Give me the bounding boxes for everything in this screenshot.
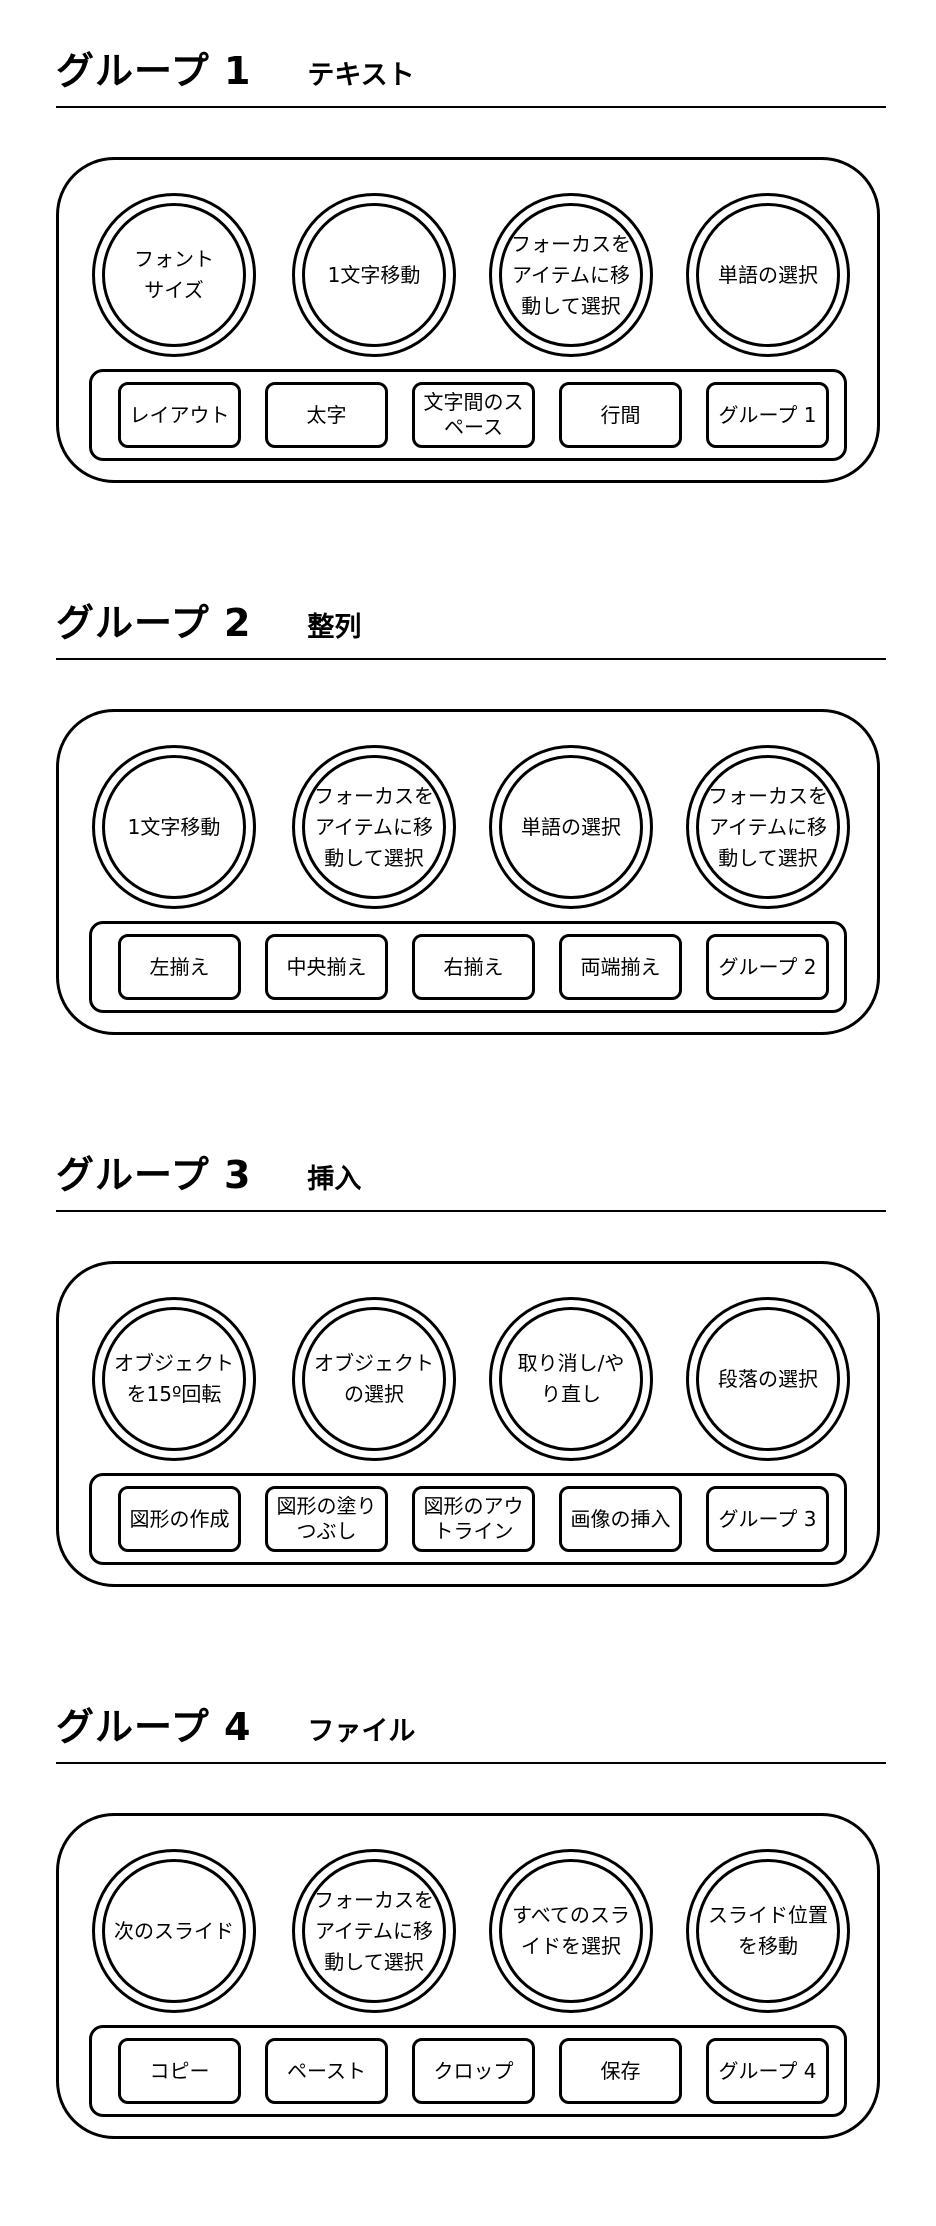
group-header: グループ 4 ファイル xyxy=(56,1696,415,1751)
group-subtitle: テキスト xyxy=(307,60,415,91)
key-button-1[interactable]: レイアウト xyxy=(118,382,241,448)
key-button-4[interactable]: 両端揃え xyxy=(559,934,682,1000)
key-button-5[interactable]: グループ 3 xyxy=(706,1486,829,1552)
dial-button-3[interactable]: すべてのスライドを選択 xyxy=(489,1849,653,2013)
key-label: 右揃え xyxy=(443,954,504,979)
key-button-3[interactable]: 図形のアウトライン xyxy=(412,1486,535,1552)
key-row: 左揃え 中央揃え 右揃え 両端揃え グループ 2 xyxy=(89,921,847,1013)
dial-label: 段落の選択 xyxy=(718,1366,818,1391)
key-button-4[interactable]: 行間 xyxy=(559,382,682,448)
group-header: グループ 2 整列 xyxy=(56,592,361,647)
key-button-3[interactable]: 右揃え xyxy=(412,934,535,1000)
group-header: グループ 1 テキスト xyxy=(56,40,415,95)
dial-button-1[interactable]: フォントサイズ xyxy=(92,193,256,357)
controller-panel: 1文字移動 フォーカスをアイテムに移動して選択 単語の選択 フォーカスをアイテム… xyxy=(56,709,880,1035)
dial-label: フォントサイズ xyxy=(134,247,214,302)
controller-panel: 次のスライド フォーカスをアイテムに移動して選択 すべてのスライドを選択 スライ… xyxy=(56,1813,880,2139)
key-button-5[interactable]: グループ 4 xyxy=(706,2038,829,2104)
key-label: 行間 xyxy=(600,402,641,427)
dial-label: スライド位置を移動 xyxy=(708,1903,828,1958)
dial-button-4[interactable]: 段落の選択 xyxy=(686,1297,850,1461)
dial-button-3[interactable]: フォーカスをアイテムに移動して選択 xyxy=(489,193,653,357)
group-header: グループ 3 挿入 xyxy=(56,1144,361,1199)
dial-label: フォーカスをアイテムに移動して選択 xyxy=(511,231,631,318)
group-subtitle: 挿入 xyxy=(307,1164,362,1195)
dial-button-1[interactable]: オブジェクトを15º回転 xyxy=(92,1297,256,1461)
dial-button-2[interactable]: フォーカスをアイテムに移動して選択 xyxy=(292,745,456,909)
group-subtitle: ファイル xyxy=(307,1716,416,1747)
dial-button-3[interactable]: 単語の選択 xyxy=(489,745,653,909)
dial-label: すべてのスライドを選択 xyxy=(512,1903,630,1958)
dial-button-2[interactable]: 1文字移動 xyxy=(292,193,456,357)
key-button-3[interactable]: クロップ xyxy=(412,2038,535,2104)
dial-button-2[interactable]: フォーカスをアイテムに移動して選択 xyxy=(292,1849,456,2013)
key-label: コピー xyxy=(149,2058,210,2083)
key-label: レイアウト xyxy=(129,402,230,427)
key-button-1[interactable]: コピー xyxy=(118,2038,241,2104)
key-button-4[interactable]: 画像の挿入 xyxy=(559,1486,682,1552)
key-label: 画像の挿入 xyxy=(570,1506,671,1531)
key-label: 太字 xyxy=(306,402,347,427)
dial-label: フォーカスをアイテムに移動して選択 xyxy=(708,783,828,870)
group-divider xyxy=(56,1762,886,1764)
dial-button-1[interactable]: 次のスライド xyxy=(92,1849,256,2013)
key-label: 図形のアウトライン xyxy=(423,1494,524,1543)
key-button-3[interactable]: 文字間のスペース xyxy=(412,382,535,448)
key-button-2[interactable]: ペースト xyxy=(265,2038,388,2104)
key-label: グループ 4 xyxy=(718,2058,817,2083)
key-label: クロップ xyxy=(433,2058,514,2083)
dial-button-4[interactable]: スライド位置を移動 xyxy=(686,1849,850,2013)
dial-label: 1文字移動 xyxy=(327,262,421,287)
controller-panel: フォントサイズ 1文字移動 フォーカスをアイテムに移動して選択 単語の選択 レイ… xyxy=(56,157,880,483)
dial-label: オブジェクトの選択 xyxy=(314,1351,434,1406)
dial-label: 次のスライド xyxy=(114,1918,234,1943)
group-divider xyxy=(56,1210,886,1212)
key-label: ペースト xyxy=(287,2058,366,2083)
key-button-5[interactable]: グループ 2 xyxy=(706,934,829,1000)
key-label: 保存 xyxy=(600,2058,641,2083)
key-label: 中央揃え xyxy=(286,954,367,979)
key-label: グループ 1 xyxy=(718,402,817,427)
key-row: 図形の作成 図形の塗りつぶし 図形のアウトライン 画像の挿入 グループ 3 xyxy=(89,1473,847,1565)
key-button-1[interactable]: 図形の作成 xyxy=(118,1486,241,1552)
key-label: グループ 3 xyxy=(718,1506,817,1531)
key-label: 文字間のスペース xyxy=(423,390,524,439)
dial-label: フォーカスをアイテムに移動して選択 xyxy=(314,783,434,870)
dial-label: 単語の選択 xyxy=(521,814,621,839)
dial-button-4[interactable]: 単語の選択 xyxy=(686,193,850,357)
key-label: 図形の作成 xyxy=(129,1506,230,1531)
dial-label: 1文字移動 xyxy=(127,814,221,839)
key-button-2[interactable]: 中央揃え xyxy=(265,934,388,1000)
key-button-2[interactable]: 図形の塗りつぶし xyxy=(265,1486,388,1552)
dial-button-4[interactable]: フォーカスをアイテムに移動して選択 xyxy=(686,745,850,909)
controller-panel: オブジェクトを15º回転 オブジェクトの選択 取り消し/やり直し 段落の選択 図… xyxy=(56,1261,880,1587)
group-title: グループ 4 xyxy=(56,1705,252,1749)
key-label: 図形の塗りつぶし xyxy=(276,1494,377,1543)
dial-button-1[interactable]: 1文字移動 xyxy=(92,745,256,909)
dial-label: オブジェクトを15º回転 xyxy=(114,1351,234,1406)
key-row: コピー ペースト クロップ 保存 グループ 4 xyxy=(89,2025,847,2117)
dial-label: フォーカスをアイテムに移動して選択 xyxy=(314,1887,434,1974)
key-button-5[interactable]: グループ 1 xyxy=(706,382,829,448)
key-row: レイアウト 太字 文字間のスペース 行間 グループ 1 xyxy=(89,369,847,461)
dial-label: 単語の選択 xyxy=(718,262,818,287)
key-label: 両端揃え xyxy=(580,954,661,979)
key-button-2[interactable]: 太字 xyxy=(265,382,388,448)
group-title: グループ 2 xyxy=(56,601,252,645)
dial-label: 取り消し/やり直し xyxy=(517,1351,625,1406)
key-label: グループ 2 xyxy=(718,954,817,979)
group-divider xyxy=(56,658,886,660)
group-title: グループ 3 xyxy=(56,1153,252,1197)
key-label: 左揃え xyxy=(149,954,210,979)
group-title: グループ 1 xyxy=(56,49,252,93)
dial-button-3[interactable]: 取り消し/やり直し xyxy=(489,1297,653,1461)
dial-button-2[interactable]: オブジェクトの選択 xyxy=(292,1297,456,1461)
group-divider xyxy=(56,106,886,108)
key-button-1[interactable]: 左揃え xyxy=(118,934,241,1000)
key-button-4[interactable]: 保存 xyxy=(559,2038,682,2104)
group-subtitle: 整列 xyxy=(307,612,362,643)
